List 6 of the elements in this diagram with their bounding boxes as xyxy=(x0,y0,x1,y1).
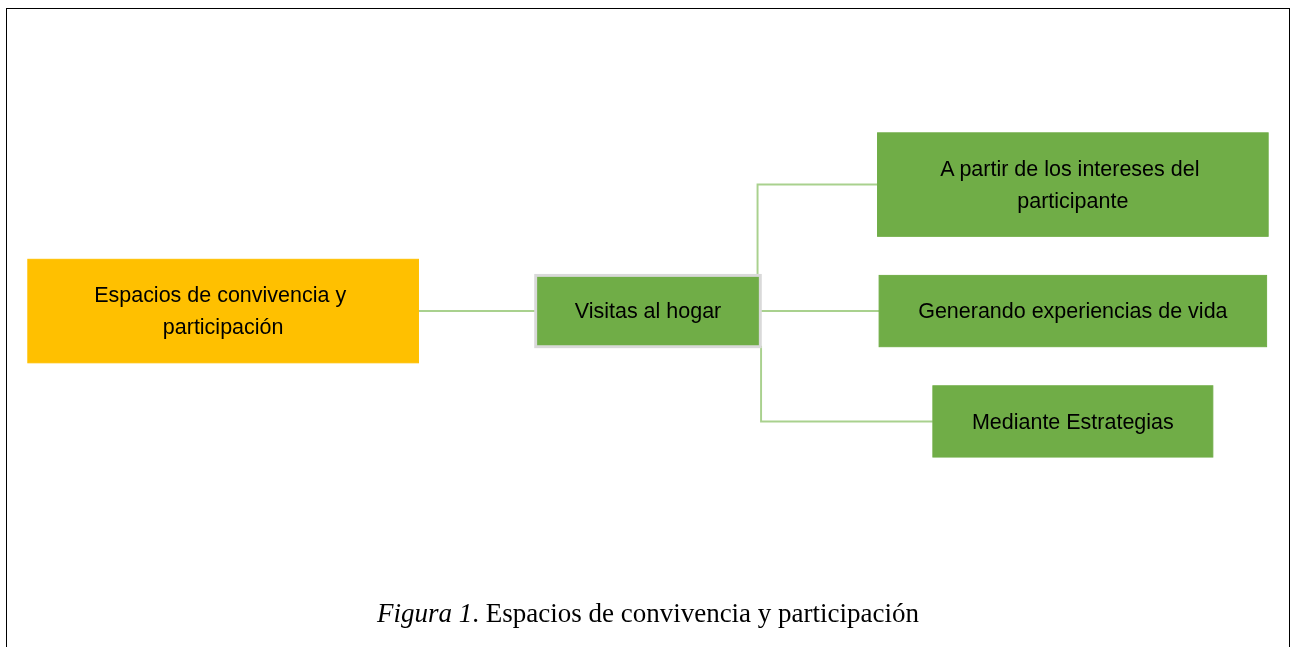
figure-caption: Figura 1. Espacios de convivencia y participación xyxy=(375,598,921,629)
node-box: Espacios de convivencia y participación xyxy=(27,258,419,364)
node-box: A partir de los intereses del participante xyxy=(877,132,1269,237)
node-box: Visitas al hogar xyxy=(534,274,762,349)
node-box: Mediante Estrategias xyxy=(932,385,1214,458)
node-box: Generando experiencias de vida xyxy=(878,275,1268,348)
